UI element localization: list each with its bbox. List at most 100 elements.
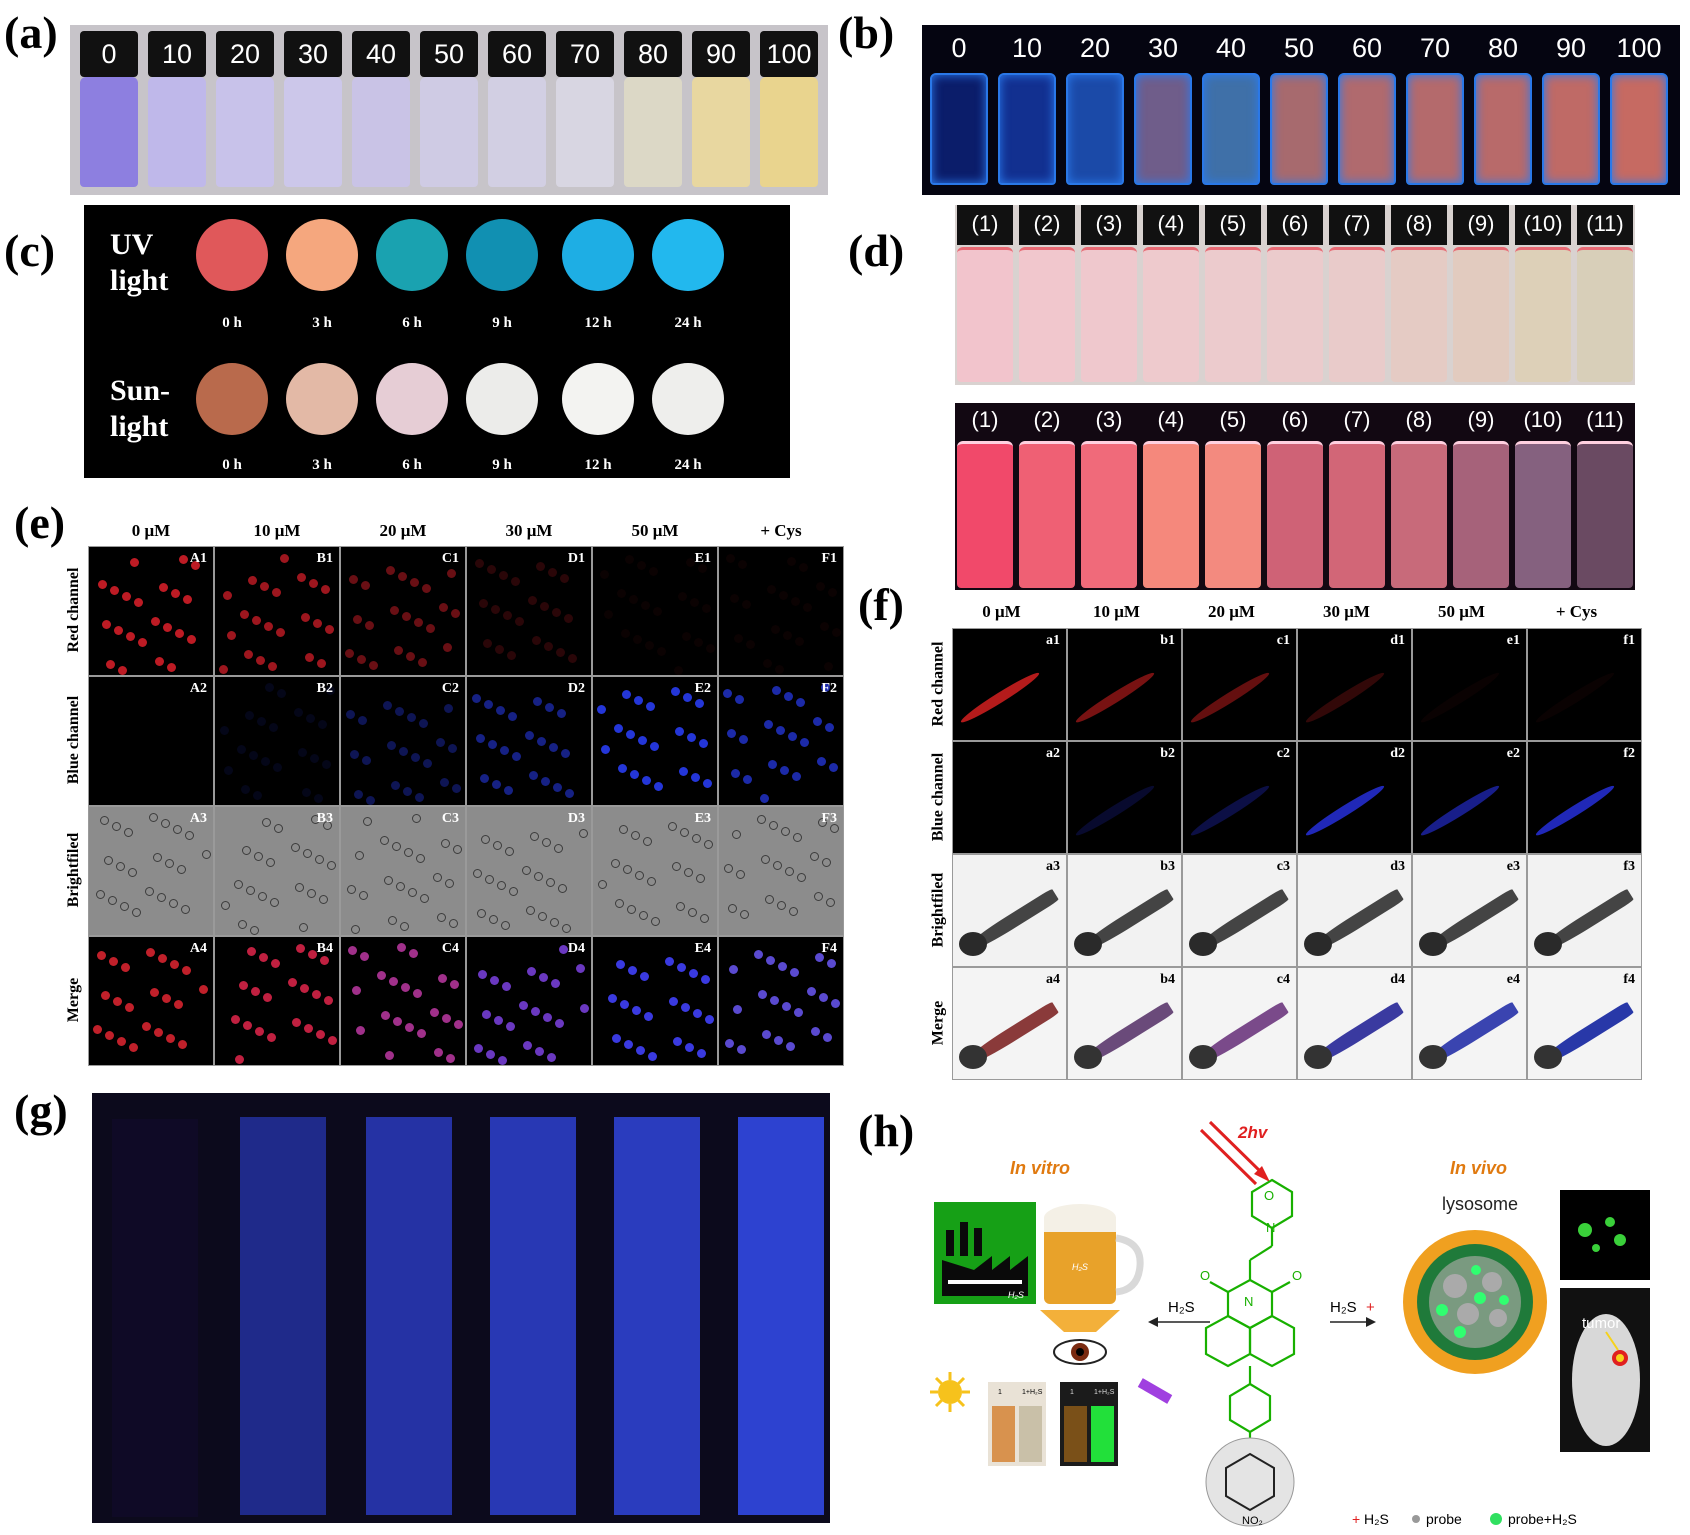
cell-marker [110,586,119,595]
uv-sample-disc [652,219,724,291]
grid-column-header: 30 μM [1323,602,1370,621]
time-label: 24 h [674,457,702,473]
image-cell: D3 [466,806,592,936]
cell-marker [299,923,308,932]
cell-marker [406,652,415,661]
cell-marker [185,831,194,840]
image-cell: d4 [1297,967,1412,1080]
vial-cap [352,31,410,77]
cell-marker [558,884,567,893]
cell-marker [480,774,489,783]
grid-row-label: Brightfiled [929,872,946,947]
cell-marker [134,598,143,607]
cell-marker [478,970,487,979]
vial [1019,247,1075,382]
cell-marker [296,944,305,953]
cell-marker [562,924,571,933]
vial [1453,441,1509,588]
cell-marker [472,694,481,703]
cell-marker [680,828,689,837]
cell-marker [795,637,804,646]
cell-marker [512,752,521,761]
cell-panel-tag: c2 [1276,746,1290,761]
vial-number-label: 80 [637,39,669,69]
cell-marker [723,689,732,698]
cell-marker [238,920,247,929]
cell-marker [600,570,609,579]
cell-marker [422,584,431,593]
image-cell: e1 [1412,628,1527,741]
cell-marker [385,1051,394,1060]
vial-number-label: (4) [1157,407,1185,432]
cell-marker [324,996,333,1005]
cell-marker [778,962,787,971]
cell-marker [698,564,707,573]
vial [1066,73,1124,185]
cell-marker [642,776,651,785]
vial [1577,247,1633,382]
cell-panel-tag: C2 [441,681,459,696]
cell-marker [447,569,456,578]
cell-marker [530,832,539,841]
cell-marker [647,877,656,886]
cell-marker [326,686,335,695]
sunlight-sample-disc [286,363,358,435]
cell-marker [132,908,141,917]
image-cell: b3 [1067,854,1182,967]
zebrafish-signal [1533,782,1617,840]
sun-icon [930,1372,970,1412]
image-cell: C2 [340,676,466,806]
cell-marker [551,979,560,988]
cell-marker [254,852,263,861]
cell-marker [172,764,181,773]
cell-marker [158,954,167,963]
cell-marker [253,791,262,800]
cell-marker [403,787,412,796]
cell-marker [568,654,577,663]
cell-marker [257,717,266,726]
cell-marker [450,980,459,989]
cell-marker [706,644,715,653]
cell-marker [251,987,260,996]
vial-cap [1267,205,1323,245]
cell-marker [126,632,135,641]
vial [80,77,138,187]
cell-marker [631,831,640,840]
image-cell: b1 [1067,628,1182,741]
cell-marker [775,665,784,674]
svg-text:1: 1 [998,1389,1002,1396]
vial-number-label: 100 [766,39,812,69]
cell-marker [269,723,278,732]
cell-marker [565,789,574,798]
cell-marker [350,750,359,759]
cell-panel-tag: B1 [316,551,333,566]
cell-marker [433,873,442,882]
grid-column-header: 20 μM [1208,602,1255,621]
cell-marker [532,636,541,645]
vial [1542,73,1600,185]
zebrafish-signal [958,669,1042,727]
cell-marker [761,855,770,864]
svg-text:H₂S: H₂S [1072,1262,1088,1272]
cell-marker [273,763,282,772]
cell-marker [151,617,160,626]
cell-marker [325,625,334,634]
cell-marker [430,1008,439,1017]
cell-marker [135,773,144,782]
cell-marker [770,996,779,1005]
legend-h2s: H₂S [1364,1511,1389,1527]
cell-marker [728,904,737,913]
sunlight-sample-disc [652,363,724,435]
cell-marker [476,734,485,743]
cell-marker [298,748,307,757]
cell-marker [780,766,789,775]
light-cone [1040,1310,1120,1332]
cell-marker [319,895,328,904]
cell-panel-tag: d2 [1390,746,1405,761]
cell-marker [413,989,422,998]
image-cell: A2 [88,676,214,806]
vial [488,77,546,187]
cell-marker [824,662,833,671]
vial [1143,247,1199,382]
zebrafish-head [1304,931,1332,956]
